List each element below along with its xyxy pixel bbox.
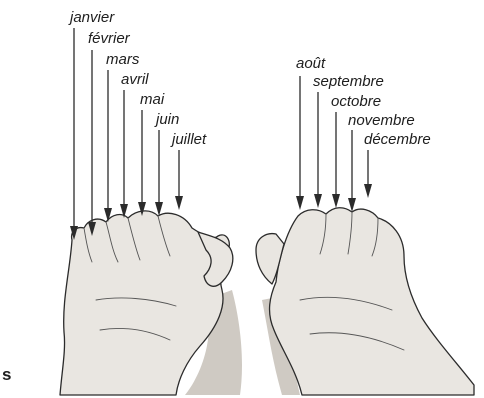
month-label-octobre: octobre: [331, 93, 381, 110]
month-label-decembre: décembre: [364, 131, 431, 148]
arrow-octobre: [332, 112, 340, 208]
month-label-mai: mai: [140, 91, 165, 108]
month-label-novembre: novembre: [348, 112, 415, 129]
month-label-juillet: juillet: [170, 131, 207, 148]
month-label-septembre: septembre: [313, 73, 384, 90]
arrow-novembre: [348, 130, 356, 212]
arrow-juillet: [175, 150, 183, 210]
arrow-aout: [296, 76, 304, 210]
arrow-septembre: [314, 92, 322, 208]
right-fist: [256, 208, 474, 395]
arrow-juin: [155, 130, 163, 216]
arrow-decembre: [364, 150, 372, 198]
left-fist: [60, 211, 242, 395]
month-label-mars: mars: [106, 51, 140, 68]
month-label-aout: août: [296, 55, 326, 72]
arrow-avril: [120, 90, 128, 218]
arrow-fevrier: [88, 50, 96, 236]
arrow-mai: [138, 110, 146, 216]
right-hand-months: août septembre octobre novembre décembre: [296, 55, 431, 212]
arrow-mars: [104, 70, 112, 222]
month-label-juin: juin: [154, 111, 179, 128]
month-label-janvier: janvier: [68, 9, 115, 26]
left-hand-months: janvier février mars avril mai juin juil…: [68, 9, 207, 240]
arrow-janvier: [70, 28, 78, 240]
month-label-fevrier: février: [88, 30, 131, 47]
corner-letter: s: [2, 365, 11, 384]
month-label-avril: avril: [121, 71, 149, 88]
